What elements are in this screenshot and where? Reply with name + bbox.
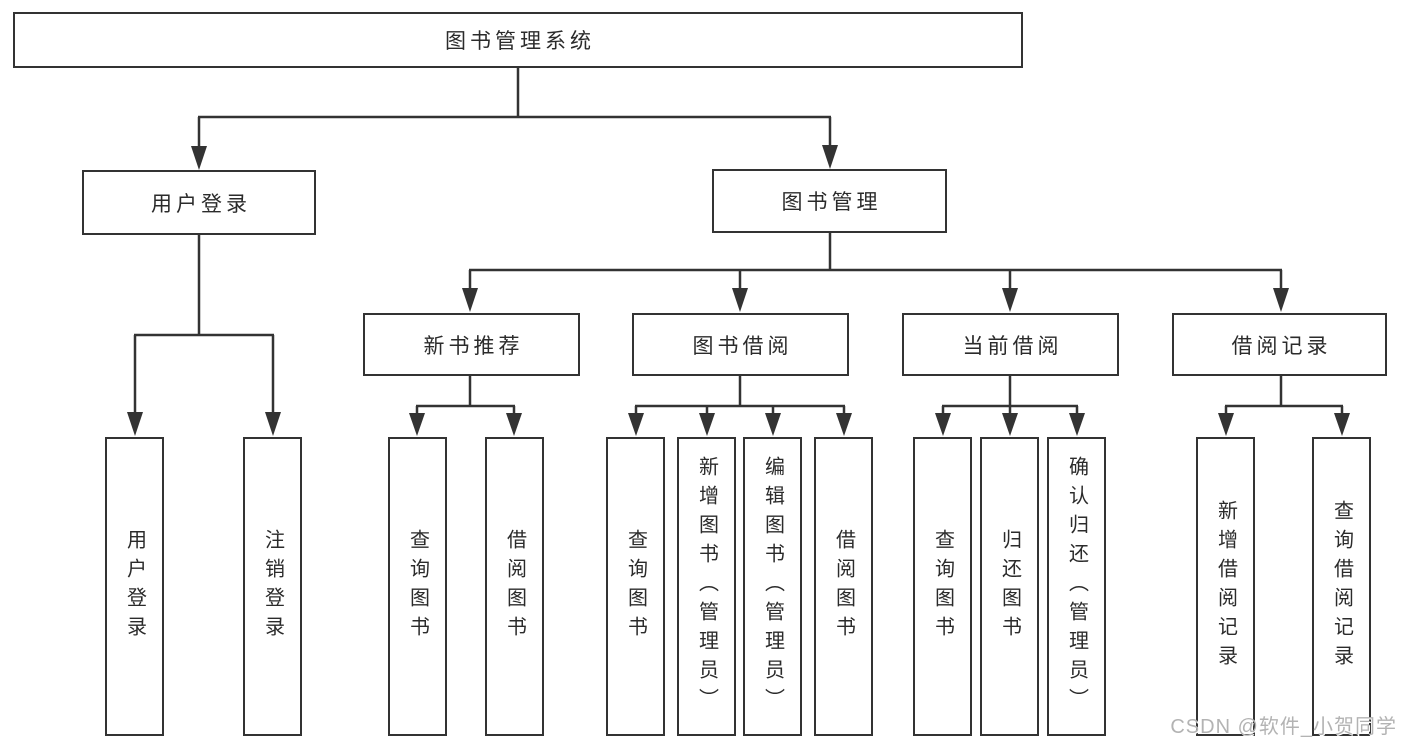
node-book-management: 图书管理 bbox=[712, 169, 947, 233]
leaf-logout: 注销登录 bbox=[243, 437, 302, 736]
leaf-query-books-current: 查询图书 bbox=[913, 437, 972, 736]
leaf-user-login: 用户登录 bbox=[105, 437, 164, 736]
node-current-borrow: 当前借阅 bbox=[902, 313, 1119, 376]
leaf-query-borrow-record: 查询借阅记录 bbox=[1312, 437, 1371, 736]
leaf-edit-books-admin: 编辑图书（管理员） bbox=[743, 437, 802, 736]
node-book-borrow: 图书借阅 bbox=[632, 313, 849, 376]
leaf-confirm-return-admin: 确认归还（管理员） bbox=[1047, 437, 1106, 736]
csdn-watermark: CSDN @软件_小贺同学 bbox=[1170, 716, 1397, 738]
node-new-book-recommend: 新书推荐 bbox=[363, 313, 580, 376]
leaf-query-books-borrow: 查询图书 bbox=[606, 437, 665, 736]
leaf-query-books-recommend: 查询图书 bbox=[388, 437, 447, 736]
leaf-borrow-books: 借阅图书 bbox=[814, 437, 873, 736]
node-root-system: 图书管理系统 bbox=[13, 12, 1023, 68]
leaf-borrow-books-recommend: 借阅图书 bbox=[485, 437, 544, 736]
leaf-add-books-admin: 新增图书（管理员） bbox=[677, 437, 736, 736]
node-user-login: 用户登录 bbox=[82, 170, 316, 235]
leaf-return-books: 归还图书 bbox=[980, 437, 1039, 736]
leaf-add-borrow-record: 新增借阅记录 bbox=[1196, 437, 1255, 736]
node-borrow-records: 借阅记录 bbox=[1172, 313, 1387, 376]
